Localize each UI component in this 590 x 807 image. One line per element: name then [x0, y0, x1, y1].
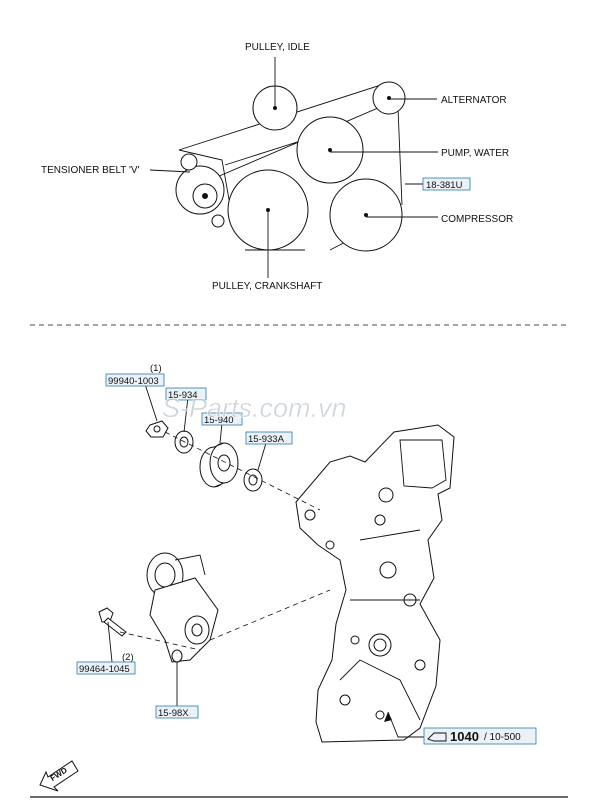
qty-bolt: (2) — [122, 652, 134, 663]
qty-nut: (1) — [150, 363, 162, 374]
part-number-tensioner[interactable]: 15-98X — [158, 708, 189, 719]
belt-routing-diagram: PULLEY, IDLE ALTERNATOR PUMP, WATER TENS… — [41, 42, 513, 292]
watermark: S-Parts.com.vn — [162, 393, 347, 423]
part-number-spacer[interactable]: 15-933A — [248, 434, 285, 445]
part-number-washer[interactable]: 15-934 — [168, 390, 198, 401]
part-number-box — [422, 177, 471, 191]
bolt-99464 — [98, 607, 127, 637]
exploded-view: (1) 99940-1003 15-934 15-940 15-933A (2)… — [76, 363, 537, 745]
tensioner-15-98x — [146, 552, 219, 663]
alternator-pulley — [372, 81, 406, 115]
label-pump-water: PUMP, WATER — [441, 148, 509, 159]
idler-pulley-15940 — [199, 442, 239, 488]
reference-range: / 10-500 — [484, 732, 521, 743]
label-alternator: ALTERNATOR — [441, 95, 507, 106]
nut-99940 — [145, 420, 169, 438]
label-tensioner: TENSIONER BELT 'V' — [41, 165, 140, 176]
page-reference[interactable]: 1040 / 10-500 — [423, 727, 537, 745]
label-pulley-idle: PULLEY, IDLE — [245, 42, 310, 53]
reference-page-number: 1040 — [450, 729, 479, 744]
part-number-nut[interactable]: 99940-1003 — [108, 376, 159, 387]
part-number-bolt[interactable]: 99464-1045 — [79, 664, 130, 675]
tensioner-assembly — [175, 153, 225, 228]
part-number-belt[interactable]: 18-381U — [426, 180, 463, 191]
fwd-arrow-icon: FWD — [39, 760, 79, 792]
spacer-15933a — [243, 468, 263, 492]
water-pump-pulley — [296, 116, 364, 184]
part-number-idler-pulley[interactable]: 15-940 — [204, 415, 234, 426]
compressor-pulley — [329, 178, 403, 252]
reference-arrow-icon — [427, 732, 447, 742]
label-compressor: COMPRESSOR — [441, 214, 513, 225]
timing-cover — [295, 424, 455, 743]
label-crankshaft: PULLEY, CRANKSHAFT — [212, 281, 322, 292]
